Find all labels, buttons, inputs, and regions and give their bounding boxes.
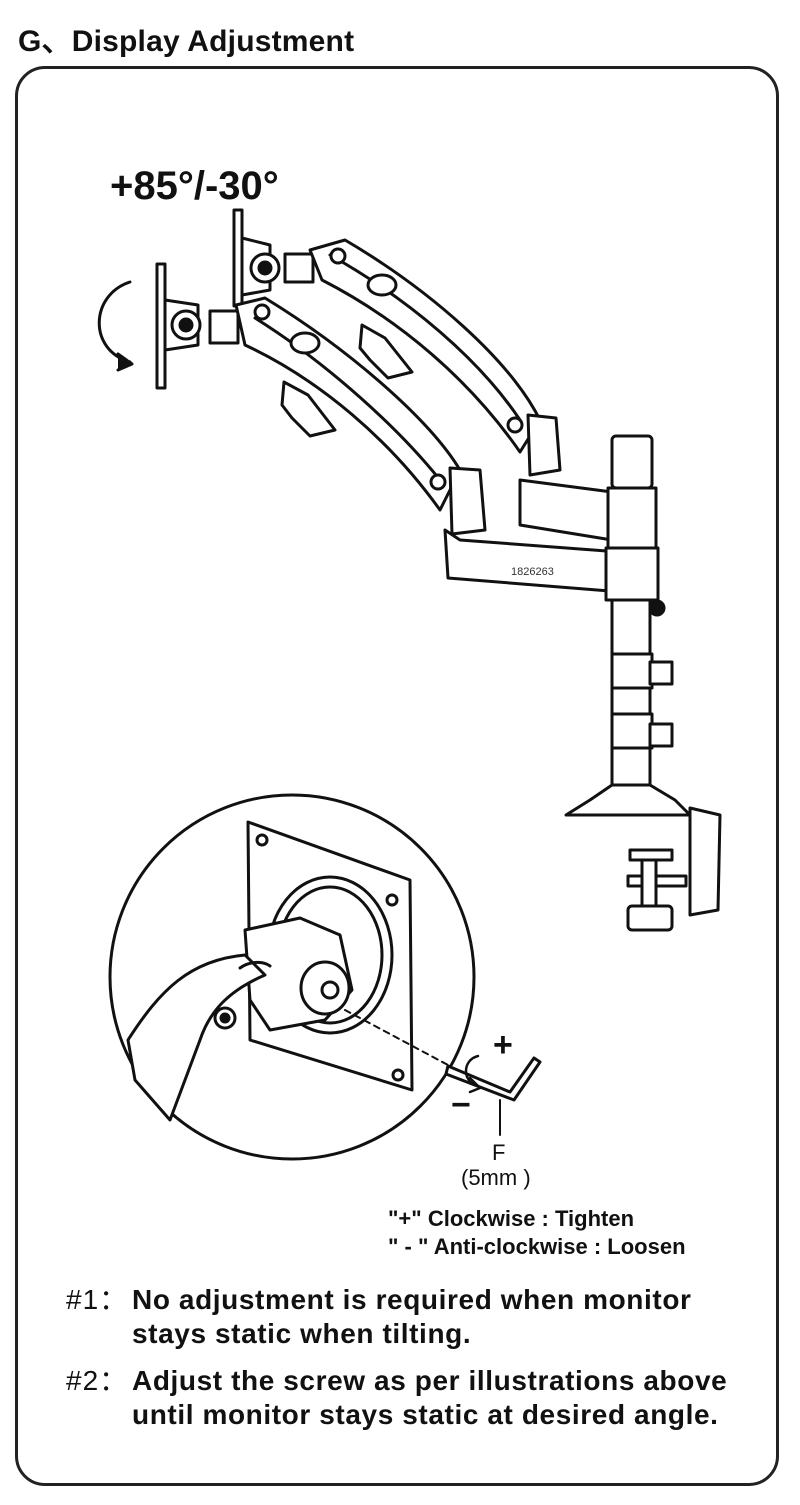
part-code: 1826263 — [511, 566, 554, 578]
tool-size: (5mm ) — [461, 1165, 531, 1190]
note-2: #2： Adjust the screw as per illustration… — [66, 1364, 776, 1432]
pole-top — [610, 434, 654, 490]
clamp — [628, 848, 674, 862]
rotation-arrow-icon — [97, 280, 132, 364]
upper-swing-arm — [518, 478, 614, 542]
note-1: #1： No adjustment is required when monit… — [66, 1283, 766, 1351]
note-number: #1： — [66, 1284, 129, 1315]
upper-arm — [308, 238, 542, 454]
screw-guide-line — [344, 1009, 449, 1066]
lower-swing-arm — [443, 528, 624, 594]
tool-letter: F — [492, 1140, 506, 1165]
illustration-frame — [15, 66, 779, 1486]
base — [564, 783, 692, 817]
hex-key-icon — [444, 1056, 542, 1102]
legend-tighten: "+" Clockwise : Tighten — [388, 1206, 635, 1231]
rotation-arrow-head-icon — [116, 352, 134, 372]
note-text: No adjustment is required when monitor s… — [132, 1284, 692, 1349]
note-number: #2： — [66, 1365, 129, 1396]
tilt-range-label: +85°/-30° — [110, 164, 279, 208]
plus-sign: + — [493, 1026, 513, 1064]
section-title: G、Display Adjustment — [18, 25, 355, 58]
pole — [610, 598, 652, 802]
minus-sign: − — [451, 1086, 471, 1124]
legend-loosen: " - " Anti-clockwise : Loosen — [388, 1234, 686, 1259]
note-text: Adjust the screw as per illustrations ab… — [132, 1365, 728, 1430]
